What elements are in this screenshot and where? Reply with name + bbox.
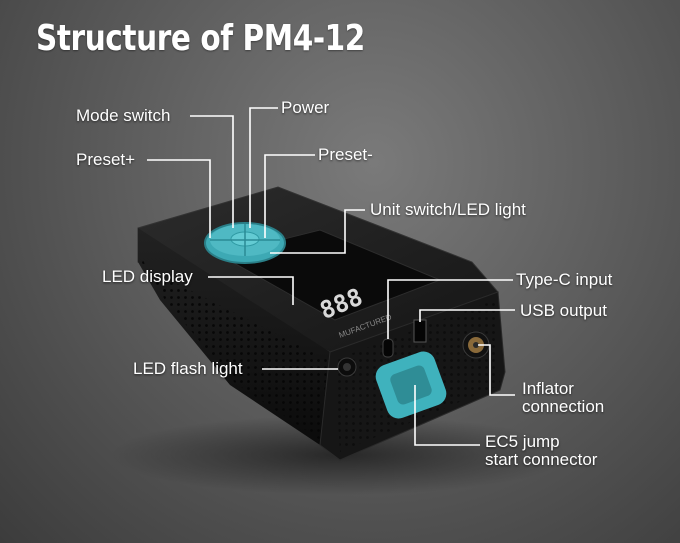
leader-type-c (387, 279, 513, 339)
label-inflator-line1: Inflator (522, 379, 574, 398)
page-title: Structure of PM4-12 (36, 18, 365, 59)
label-type-c: Type-C input (516, 270, 613, 289)
leader-unit-switch (270, 209, 365, 254)
label-ec5-line2: start connector (485, 450, 598, 469)
usb-port (413, 319, 427, 343)
label-mode-switch: Mode switch (76, 106, 171, 125)
leader-mode-switch (190, 115, 234, 228)
label-unit-switch: Unit switch/LED light (370, 200, 526, 219)
label-ec5: EC5 jump start connector (485, 433, 597, 469)
led-flash-light (337, 357, 357, 377)
ec5-connector-inner (390, 365, 432, 405)
label-usb-output: USB output (520, 301, 607, 320)
speaker-grill-left (140, 255, 328, 440)
label-led-display: LED display (102, 267, 193, 286)
control-buttons (204, 222, 286, 264)
inflator-connector (462, 331, 490, 359)
label-preset-minus: Preset- (318, 145, 373, 164)
leader-ec5 (414, 385, 480, 446)
label-led-flash: LED flash light (133, 359, 243, 378)
leader-inflator (478, 344, 515, 396)
label-ec5-line1: EC5 jump (485, 432, 560, 451)
leader-lines (147, 107, 515, 446)
leader-preset-plus (147, 159, 211, 238)
label-inflator-line2: connection (522, 397, 605, 416)
label-power: Power (281, 98, 330, 117)
label-preset-plus: Preset+ (76, 150, 136, 169)
leader-preset-minus (264, 154, 315, 238)
type-c-port (382, 338, 394, 358)
leader-led-display (208, 276, 294, 305)
leader-power (249, 107, 278, 228)
leader-usb (419, 309, 515, 322)
label-inflator: Inflator connection (522, 380, 604, 416)
